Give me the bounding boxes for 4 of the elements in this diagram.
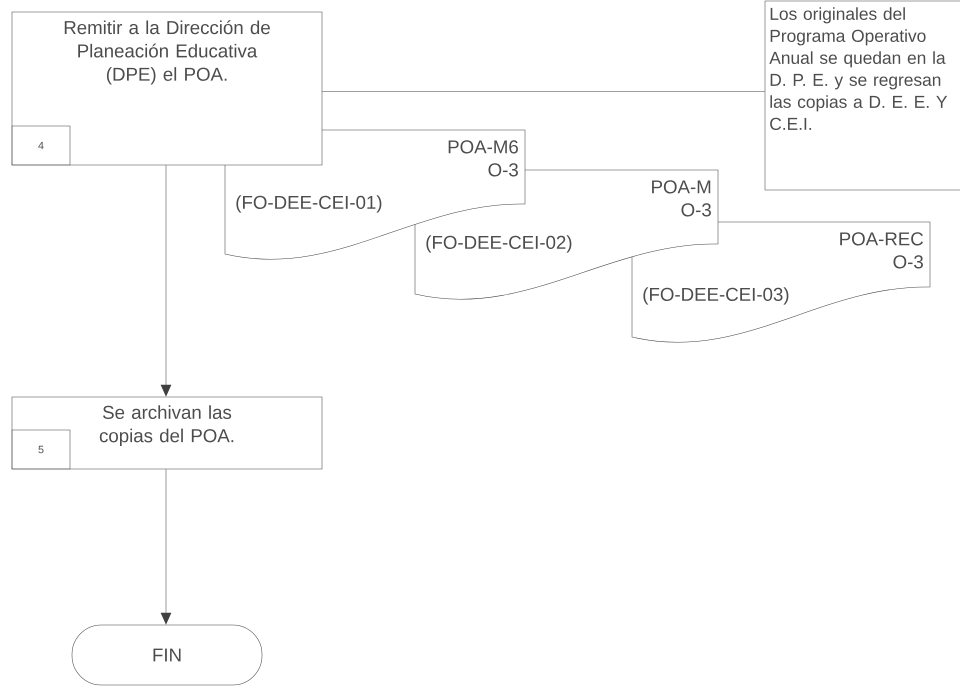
- step-number-box: 5: [12, 430, 70, 470]
- step-number-box: 4: [12, 126, 70, 166]
- connector-line: [322, 91, 765, 92]
- note-box: Los originales del Programa Operativo Anual se quedan en la D. P. E. y se regresan las copias a D. E. E. Y C.E.I.: [764, 0, 960, 190]
